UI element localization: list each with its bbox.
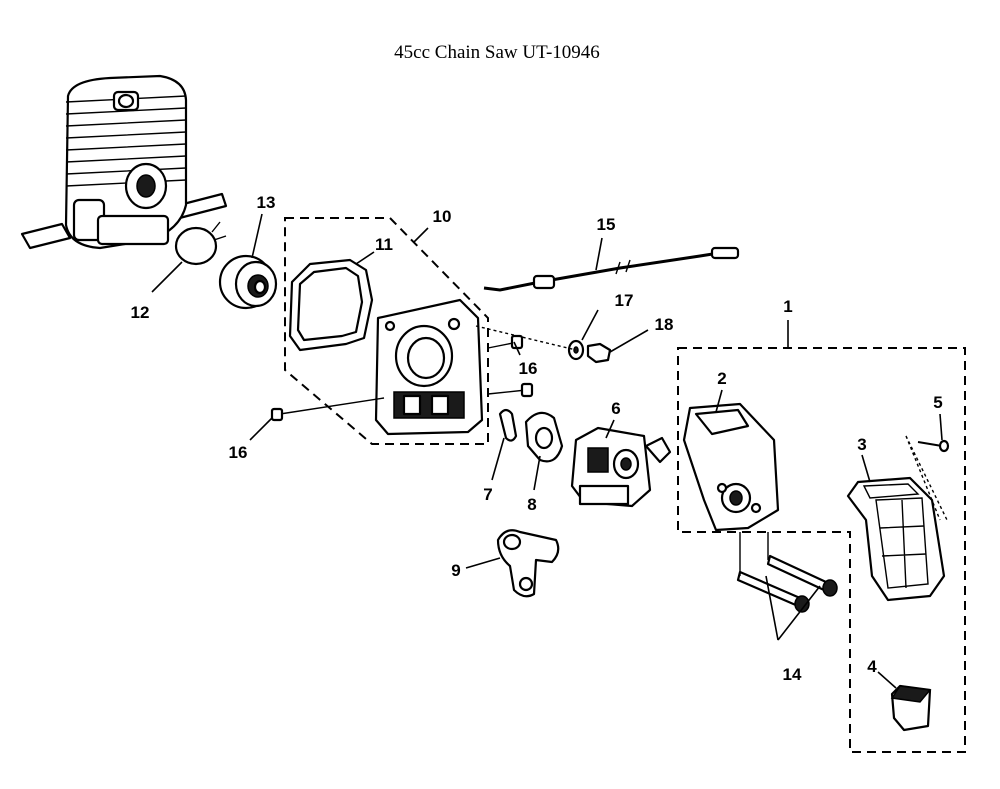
callout-15: 15 [597,215,616,234]
callout-18: 18 [655,315,674,334]
callout-16-lower: 16 [229,443,248,462]
assembly-boundary-10 [284,217,489,445]
callout-8: 8 [527,495,536,514]
callout-16-upper: 16 [519,359,538,378]
nut-part-18 [586,342,612,364]
callout-6: 6 [611,399,620,418]
bolt-part-16 [270,334,534,422]
callout-1: 1 [783,297,792,316]
choke-part-9 [496,529,560,598]
callout-9: 9 [451,561,460,580]
screw-part-5 [905,435,950,523]
assembly-boundary-1 [677,347,966,753]
carburetor-part-6 [570,426,672,508]
callout-2: 2 [717,369,726,388]
insulator-part-13 [218,254,278,310]
ring-clip-part-12 [174,221,227,266]
intake-manifold-part-10 [374,298,484,436]
callout-17: 17 [615,291,634,310]
engine-cylinder [20,74,228,250]
leader-lines [151,213,943,689]
callout-12: 12 [131,303,150,322]
gasket-part-8 [524,411,564,463]
callout-7: 7 [483,485,492,504]
filter-holder-part-3 [846,476,946,602]
gasket-part-11 [288,258,374,352]
callout-13: 13 [257,193,276,212]
callout-11: 11 [375,235,393,254]
callout-10: 10 [433,207,452,226]
clip-part-7 [498,408,518,442]
diagram-title: 45cc Chain Saw UT-10946 [394,42,600,63]
callout-14: 14 [783,665,802,684]
callout-3: 3 [857,435,866,454]
throttle-cable-part-15 [483,246,740,292]
callout-5: 5 [933,393,942,412]
bolt-part-14 [736,532,838,613]
callout-labels: 1 2 3 4 5 6 7 8 9 10 11 12 13 14 15 16 1… [131,193,943,684]
callout-4: 4 [867,657,877,676]
bracket-part-2 [682,402,780,532]
filter-block-part-4 [890,684,932,732]
